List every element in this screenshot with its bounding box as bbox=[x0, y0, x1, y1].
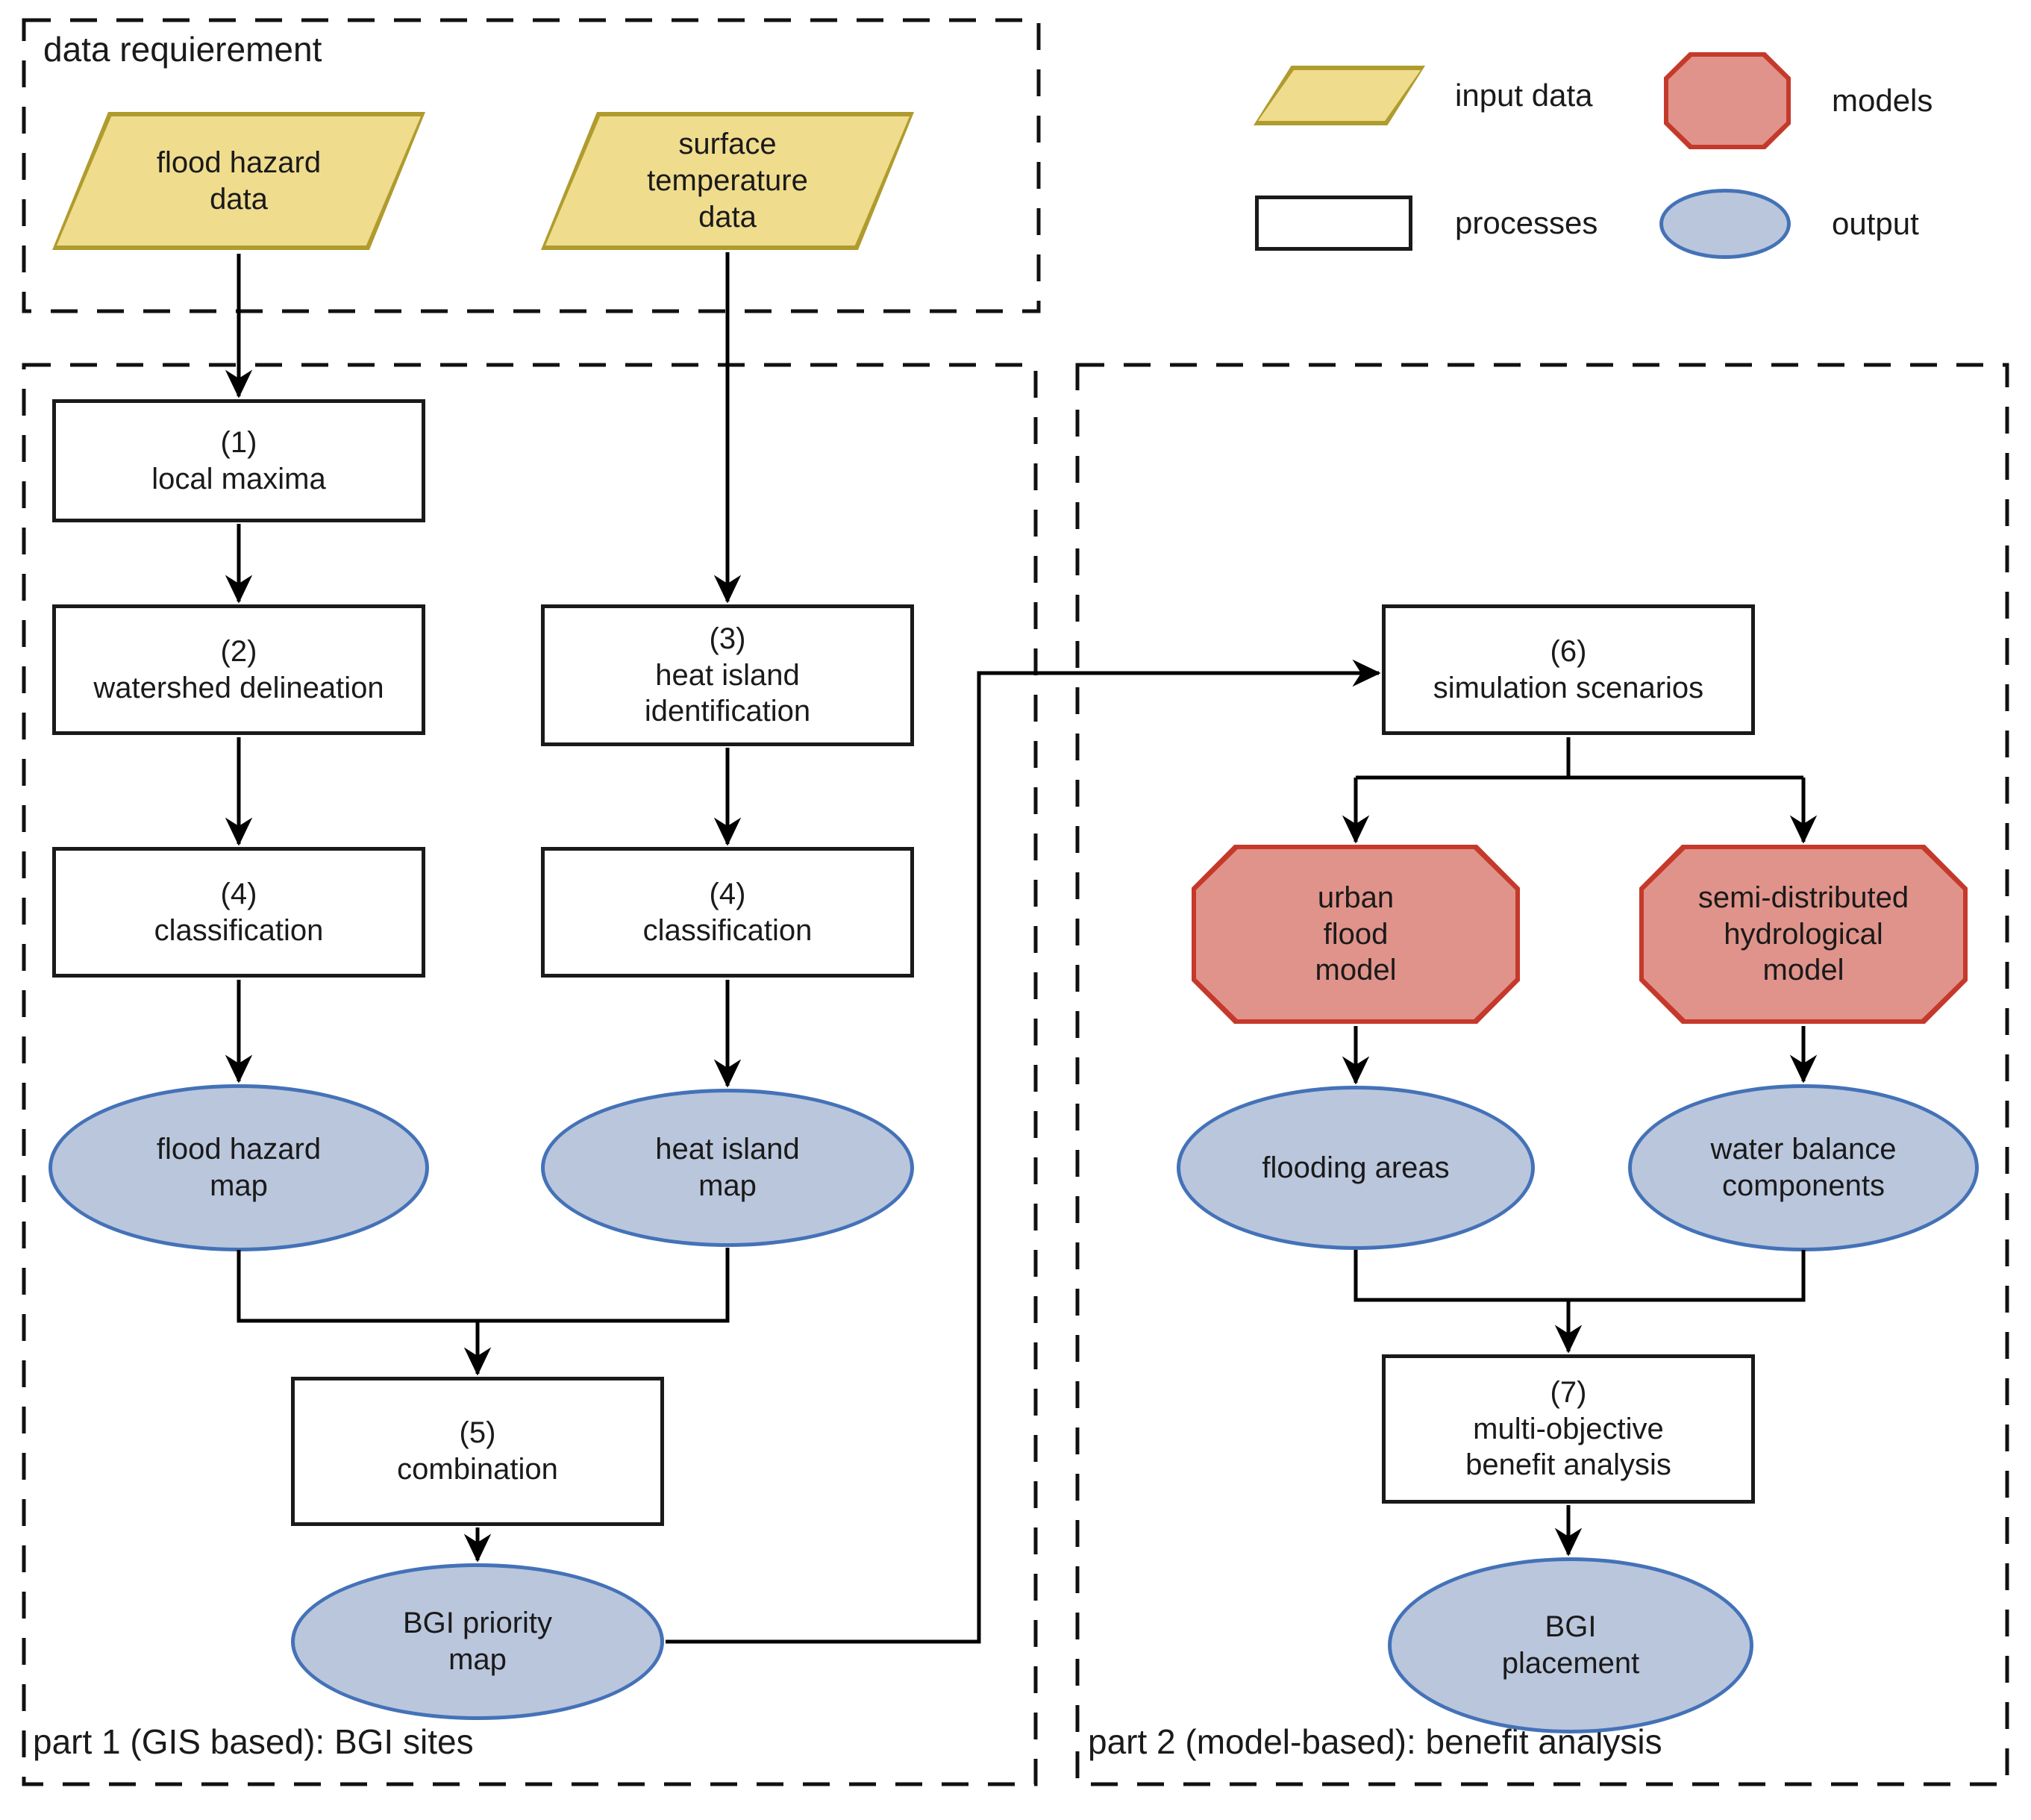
node-urban-flood-model: urban flood model bbox=[1192, 845, 1520, 1024]
node-heat-island-map: heat island map bbox=[541, 1089, 914, 1247]
legend-input-data-shape bbox=[1254, 66, 1425, 125]
node-bgi-placement: BGI placement bbox=[1388, 1557, 1753, 1733]
node-combination: (5) combination bbox=[291, 1377, 664, 1526]
node-flooding-areas: flooding areas bbox=[1177, 1086, 1535, 1250]
node-flood-hazard-data: flood hazard data bbox=[52, 112, 425, 250]
legend-output-label: output bbox=[1832, 206, 1919, 241]
connector-scenarios-split bbox=[1356, 737, 1803, 780]
connector-maps-join bbox=[237, 1248, 730, 1323]
node-flood-hazard-map: flood hazard map bbox=[48, 1084, 429, 1251]
node-simulation-scenarios: (6) simulation scenarios bbox=[1382, 604, 1755, 735]
node-multi-objective-benefit-analysis: (7) multi-objective benefit analysis bbox=[1382, 1354, 1755, 1504]
node-heat-island-identification: (3) heat island identification bbox=[541, 604, 914, 746]
node-surface-temperature-data: surface temperature data bbox=[541, 112, 914, 250]
connector-results-join bbox=[1354, 1250, 1806, 1302]
node-bgi-priority-map: BGI priority map bbox=[291, 1563, 664, 1720]
node-classification-flood: (4) classification bbox=[52, 847, 425, 978]
node-local-maxima: (1) local maxima bbox=[52, 399, 425, 522]
legend-output-shape bbox=[1659, 189, 1791, 259]
flood-hazard-data-label: flood hazard data bbox=[156, 146, 322, 216]
legend-processes-label: processes bbox=[1455, 205, 1598, 240]
node-classification-heat: (4) classification bbox=[541, 847, 914, 978]
connector-lines bbox=[237, 737, 1806, 1323]
node-water-balance-components: water balance components bbox=[1628, 1084, 1979, 1251]
node-semi-distributed-hydrological-model: semi-distributed hydrological model bbox=[1639, 845, 1968, 1024]
legend-processes-shape bbox=[1255, 196, 1412, 251]
part1-caption: part 1 (GIS based): BGI sites bbox=[33, 1722, 474, 1761]
surface-temperature-data-label: surface temperature data bbox=[647, 128, 808, 234]
node-watershed-delineation: (2) watershed delineation bbox=[52, 604, 425, 735]
legend-models-label: models bbox=[1832, 83, 1933, 118]
legend-models-shape bbox=[1664, 52, 1791, 149]
data-requirement-title: data requierement bbox=[43, 30, 322, 69]
semi-distributed-hydrological-model-label: semi-distributed hydrological model bbox=[1697, 881, 1909, 987]
urban-flood-model-label: urban flood model bbox=[1315, 881, 1397, 987]
legend-input-data-label: input data bbox=[1455, 78, 1593, 113]
